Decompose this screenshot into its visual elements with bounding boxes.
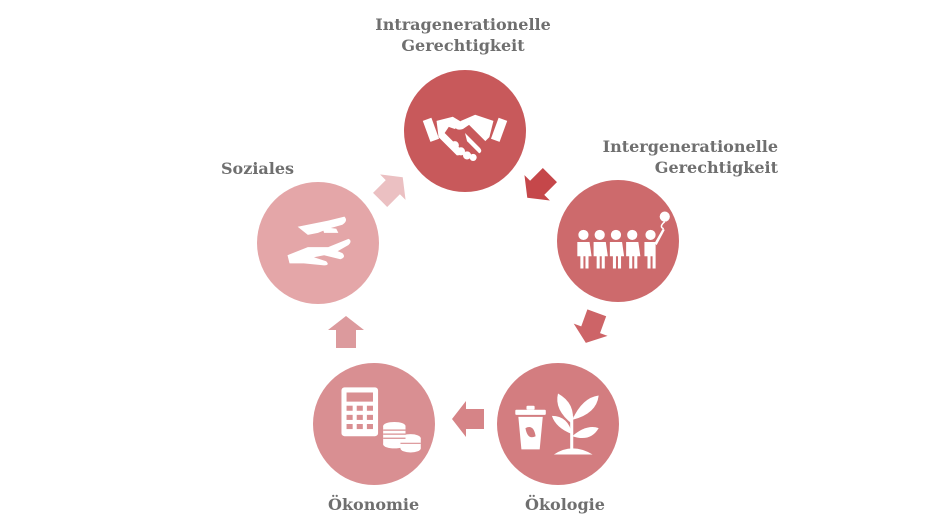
label-intergenerationelle: Intergenerationelle Gerechtigkeit [584, 136, 778, 178]
calculator-coins-icon [341, 387, 421, 453]
arrow-oekologie-to-oekonomie [450, 399, 490, 439]
label-soziales: Soziales [221, 159, 295, 178]
arrow-shape [524, 168, 557, 201]
handshake-icon [422, 114, 508, 161]
arrow-shape [573, 309, 608, 343]
children-balloon-icon [577, 211, 670, 269]
label-intragenerationelle-line1: Intragenerationelle [375, 15, 551, 34]
label-intragenerationelle-line2: Gerechtigkeit [401, 36, 525, 55]
label-intragenerationelle: Intragenerationelle Gerechtigkeit [368, 14, 558, 56]
label-intergenerationelle-line2: Gerechtigkeit [654, 158, 778, 177]
arrow-inter-to-oekologie [566, 300, 617, 351]
label-oekologie: Ökologie [525, 495, 605, 514]
arrow-shape [328, 316, 364, 348]
label-oekonomie: Ökonomie [328, 495, 420, 514]
node-oekonomie [313, 363, 435, 485]
node-oekologie [497, 363, 619, 485]
arrow-intra-to-inter [512, 157, 569, 214]
arrow-soziales-to-intra [362, 162, 419, 219]
node-intragenerationelle [404, 70, 526, 192]
arrow-shape [452, 401, 484, 437]
node-intergenerationelle [557, 180, 679, 302]
arrow-shape [373, 174, 406, 207]
giving-hands-icon [287, 216, 351, 266]
arrow-oekonomie-to-soziales [326, 314, 366, 354]
label-intergenerationelle-line1: Intergenerationelle [602, 137, 778, 156]
compost-plant-icon [515, 393, 599, 455]
node-soziales [257, 182, 379, 304]
